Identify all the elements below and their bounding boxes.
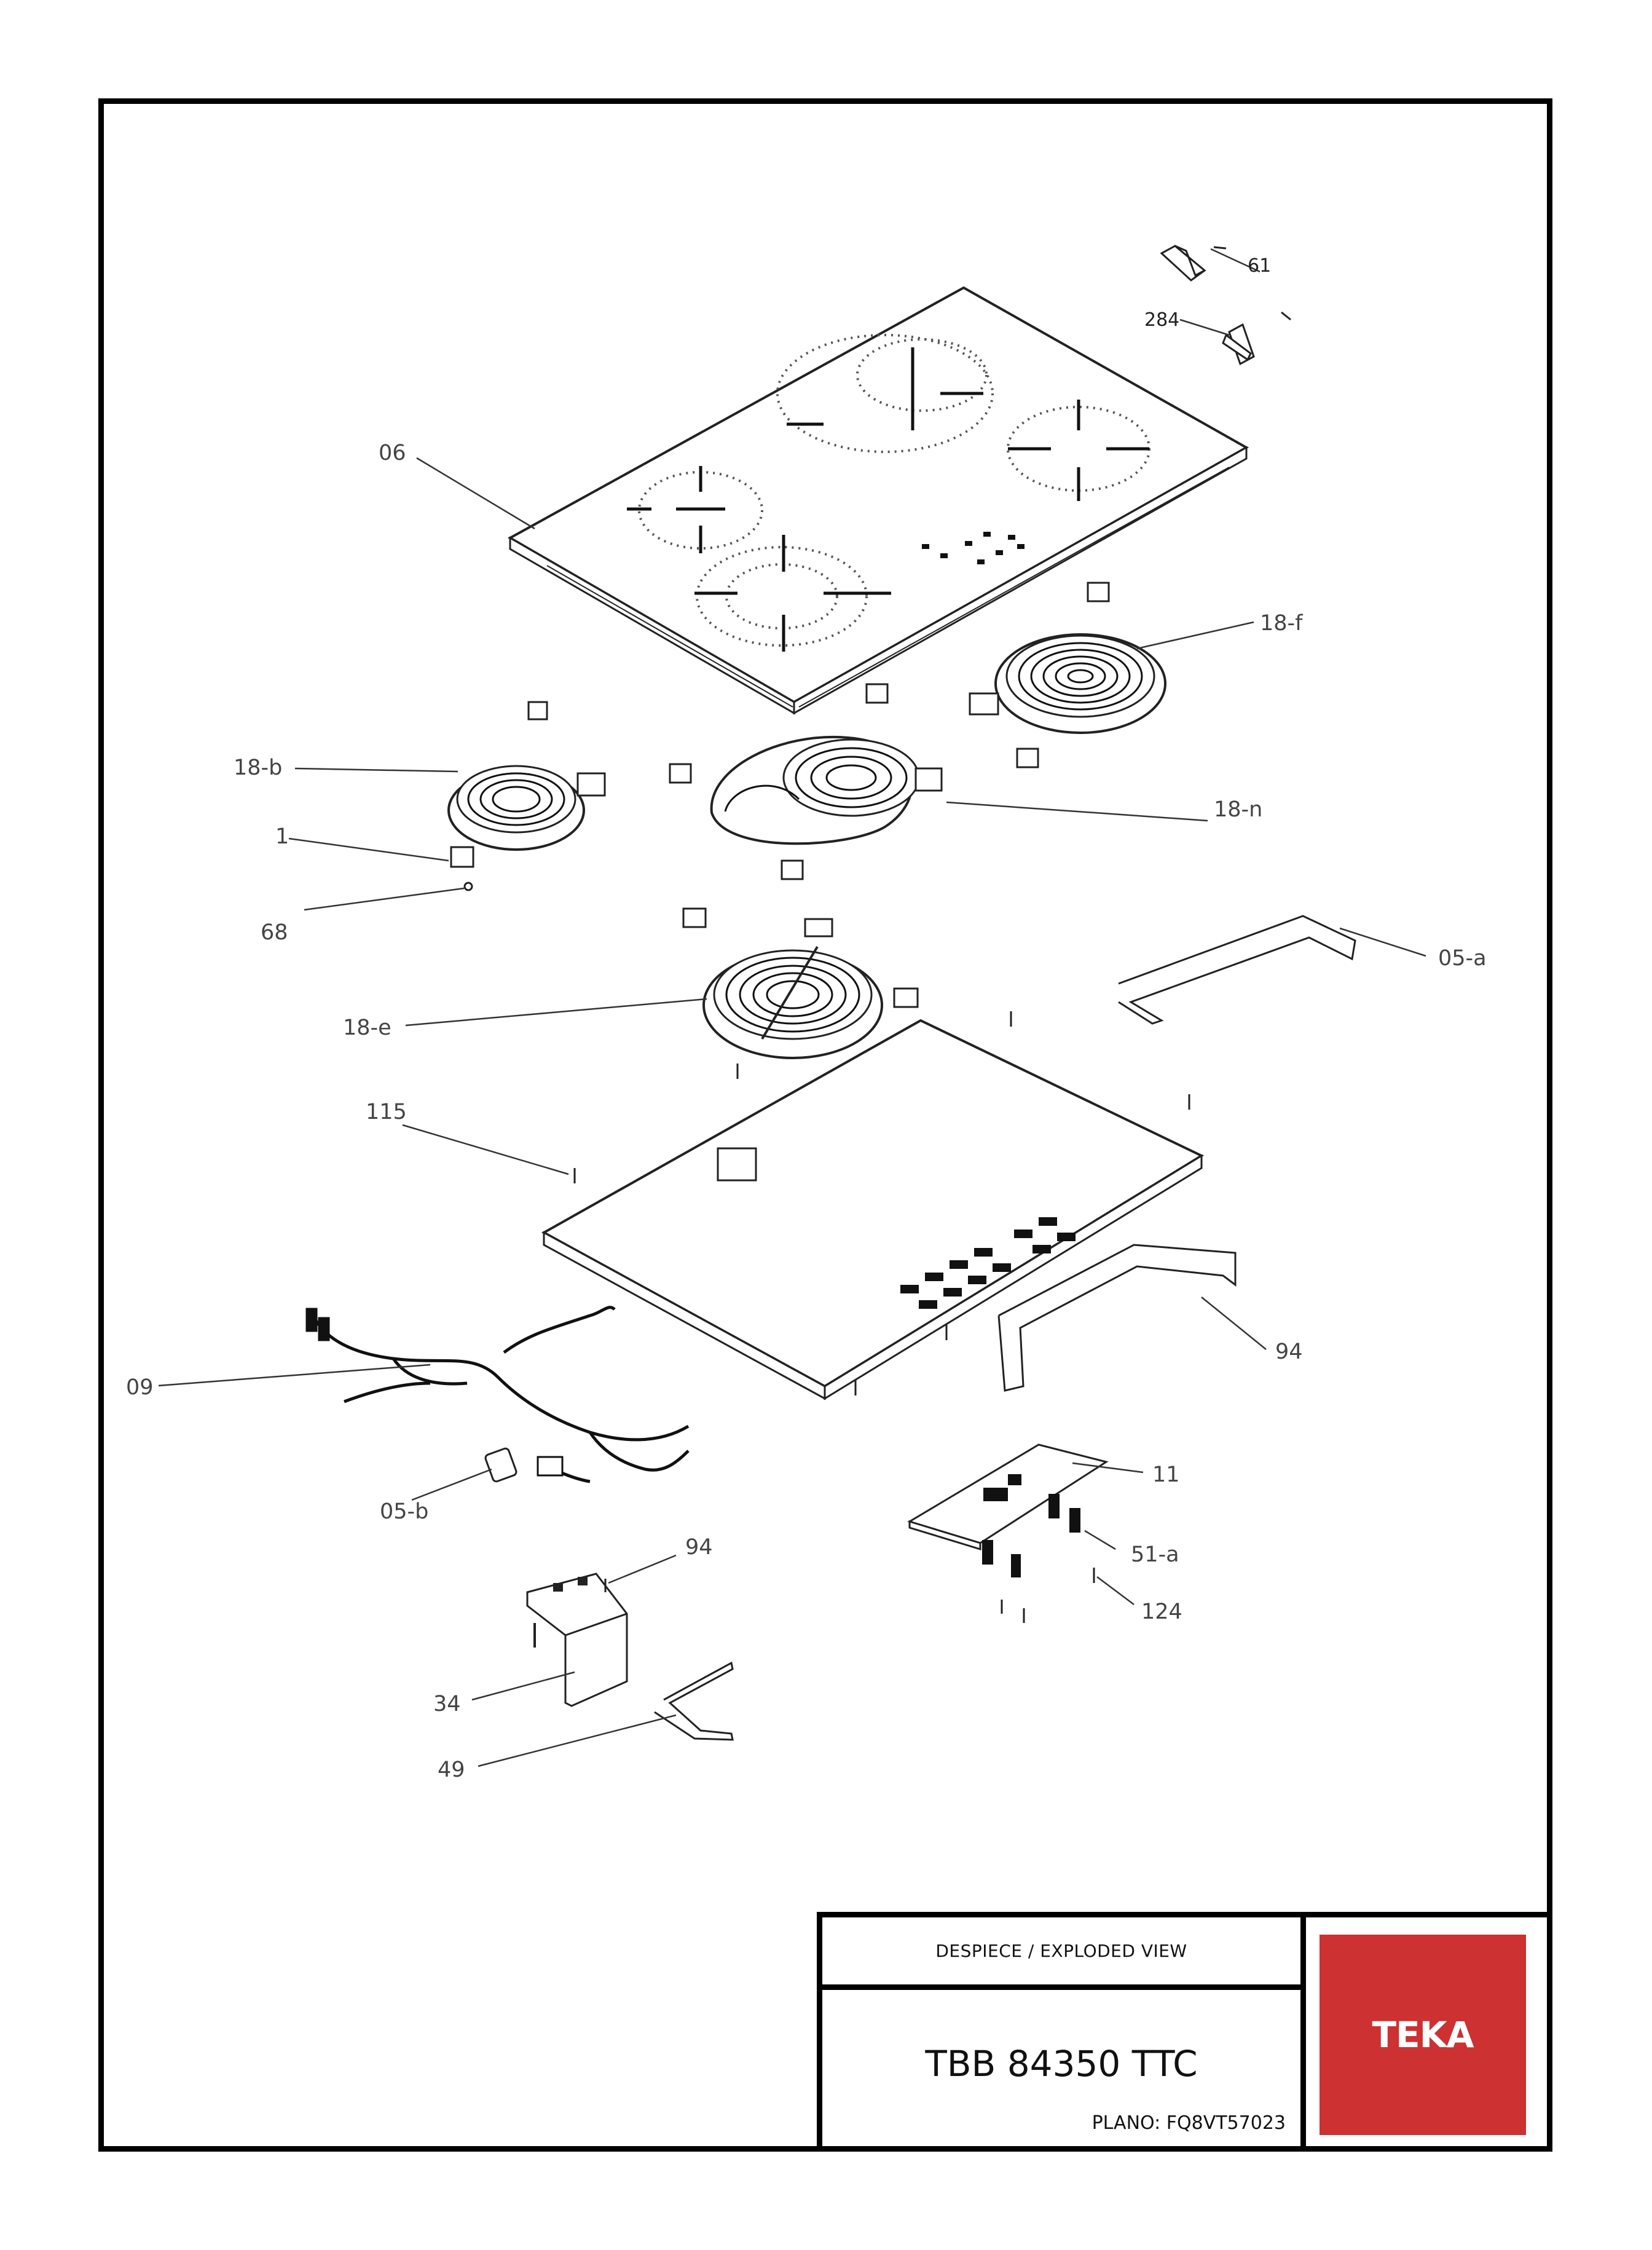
radiant-element-18e xyxy=(682,907,919,1059)
callout-18e: 18-e xyxy=(343,1016,391,1040)
screw-68 xyxy=(463,882,473,891)
bracket-284 xyxy=(1160,245,1255,366)
callout-68: 68 xyxy=(261,920,288,945)
leader-lines xyxy=(158,248,1426,1767)
callout-18n: 18-n xyxy=(1214,797,1262,822)
callout-284: 284 xyxy=(1144,309,1179,331)
callout-94-lower: 94 xyxy=(685,1535,713,1560)
callout-11: 11 xyxy=(1152,1462,1180,1487)
callout-18f: 18-f xyxy=(1260,611,1303,636)
channel-94-upper xyxy=(997,1244,1237,1392)
callout-09: 09 xyxy=(126,1375,154,1400)
callout-05a: 05-a xyxy=(1438,946,1487,971)
cylinder-05b xyxy=(484,1447,517,1483)
bar-05a xyxy=(1118,915,1356,1025)
teka-logo: TEKA xyxy=(1320,1935,1526,2135)
callout-05b: 05-b xyxy=(380,1499,428,1524)
glass-cooktop-06 xyxy=(507,286,1249,715)
wiring-harness-09 xyxy=(305,1306,690,1483)
callout-94-upper: 94 xyxy=(1275,1340,1303,1364)
control-board-11 xyxy=(907,1443,1109,1551)
callout-1: 1 xyxy=(275,824,289,849)
callout-18b: 18-b xyxy=(234,756,282,780)
screws-124 xyxy=(1001,1568,1095,1623)
radiant-element-18f xyxy=(969,582,1166,768)
callout-51a: 51-a xyxy=(1131,1542,1179,1567)
title-block-header: DESPIECE / EXPLODED VIEW xyxy=(817,1912,1306,1990)
bracket-49 xyxy=(654,1661,734,1741)
bracket-1 xyxy=(450,846,474,868)
bottom-tray-115 xyxy=(541,1011,1205,1400)
title-block: DESPIECE / EXPLODED VIEW TBB 84350 TTC P… xyxy=(817,1912,1552,2152)
callout-06: 06 xyxy=(379,441,406,465)
callout-34: 34 xyxy=(433,1692,461,1716)
screw-61 xyxy=(1213,246,1291,321)
radiant-element-18n xyxy=(669,683,943,880)
knobs-51a xyxy=(982,1494,1080,1577)
title-block-model-cell: TBB 84350 TTC PLANO: FQ8VT57023 xyxy=(817,1984,1306,2152)
callout-115: 115 xyxy=(366,1100,407,1124)
radiant-element-18b xyxy=(447,701,606,851)
callout-124: 124 xyxy=(1141,1600,1182,1624)
model-number: TBB 84350 TTC xyxy=(925,2043,1198,2085)
drawing-type-label: DESPIECE / EXPLODED VIEW xyxy=(935,1941,1187,1961)
callout-49: 49 xyxy=(438,1758,465,1782)
drawing-number: PLANO: FQ8VT57023 xyxy=(1092,2112,1286,2134)
terminal-block-34 xyxy=(526,1573,628,1707)
callout-61: 61 xyxy=(1248,255,1271,277)
teka-logo-text: TEKA xyxy=(1372,2014,1474,2056)
title-block-logo-cell: TEKA xyxy=(1300,1912,1552,2152)
